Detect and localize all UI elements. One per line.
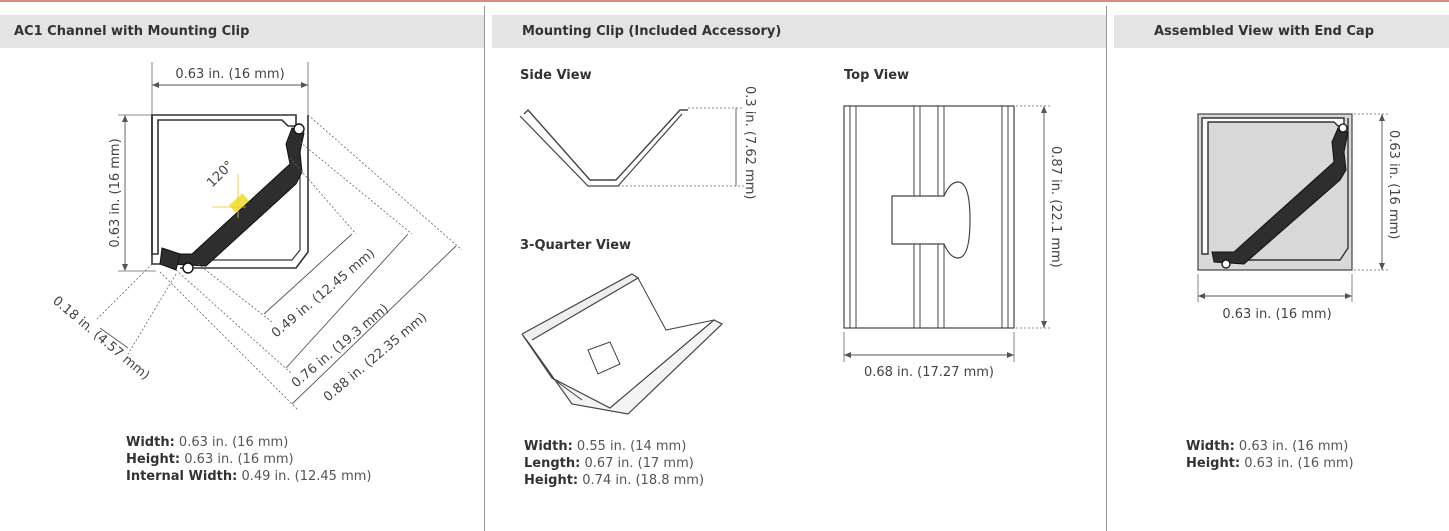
spec-row: Height: 0.63 in. (16 mm) [1186, 456, 1354, 471]
extension-line [289, 157, 357, 235]
angle-label: 120° [204, 158, 237, 191]
side-view-label: Side View [520, 68, 592, 83]
channel-outer-wall [1234, 118, 1349, 261]
channel-top-wall [1201, 117, 1345, 255]
arrow-head [1379, 114, 1385, 121]
clip-panel: Mounting Clip (Included Accessory) Side … [492, 2, 1106, 531]
dimension-line [285, 233, 409, 369]
arrow-head [1198, 293, 1205, 299]
clip-3q-edge [637, 277, 715, 331]
arrow-head [122, 264, 128, 271]
extension-line [95, 263, 153, 321]
assembled-drawing: 0.63 in. (16 mm) 0.63 in. (16 mm) [1197, 113, 1401, 322]
channel-specs: Width: 0.63 in. (16 mm) Height: 0.63 in.… [126, 434, 371, 485]
panel-divider [484, 6, 485, 531]
led-mounting-rail [167, 127, 305, 267]
assembled-specs: Width: 0.63 in. (16 mm) Height: 0.63 in.… [1186, 438, 1354, 472]
extension-line [175, 269, 293, 375]
led-strip [228, 193, 250, 213]
assembled-panel-title: Assembled View with End Cap [1114, 15, 1449, 48]
channel-panel-title: AC1 Channel with Mounting Clip [0, 15, 484, 48]
clip-hook [293, 123, 305, 135]
arrow-head [844, 352, 851, 358]
dimension-line [99, 327, 129, 349]
extension-line [159, 271, 299, 411]
clip-panel-title: Mounting Clip (Included Accessory) [492, 15, 1106, 48]
height-dimension: 0.63 in. (16 mm) [108, 138, 123, 247]
lip-dimension: 0.18 in. (4.57 mm) [49, 294, 152, 384]
arrow-head [152, 82, 159, 88]
clip-side-profile [523, 108, 688, 181]
clip-hook [182, 262, 194, 274]
dimension-line [263, 233, 353, 315]
panel-divider [1106, 6, 1107, 531]
channel-inner-wall [200, 142, 301, 261]
top-width-dimension: 0.63 in. (16 mm) [175, 67, 284, 82]
channel-profile-drawing: 0.63 in. (16 mm) 0.63 in. (16 mm) 120° 0… [49, 62, 463, 411]
spec-row: Length: 0.67 in. (17 mm) [524, 456, 694, 471]
clip-3q-tab [587, 341, 621, 375]
clip-drawings: 0.3 in. (7.62 mm) 0.87 in. (22.1 mm) 0.6… [519, 86, 1063, 415]
spec-row: Height: 0.63 in. (16 mm) [126, 452, 294, 467]
extension-line [299, 141, 413, 235]
end-cap [1197, 113, 1353, 271]
assembled-height-dimension: 0.63 in. (16 mm) [1386, 130, 1401, 239]
clip-hook [1221, 259, 1231, 269]
clip-foot [159, 247, 181, 271]
clip-side-profile [519, 113, 683, 187]
arrow-head [1041, 106, 1047, 113]
spec-row: Height: 0.74 in. (18.8 mm) [524, 473, 705, 488]
extension-line [307, 114, 463, 251]
top-view-label: Top View [844, 68, 910, 83]
channel-outer-wall [180, 115, 309, 269]
extension-line [127, 273, 177, 355]
clip-3q-edge [551, 377, 583, 401]
three-quarter-view-label: 3-Quarter View [520, 238, 632, 253]
top-height-dimension: 0.87 in. (22.1 mm) [1048, 146, 1063, 268]
extension-line [197, 263, 273, 323]
clip-3q-body [521, 319, 724, 415]
assembled-panel: Assembled View with End Cap 0.63 in. (16… [1114, 2, 1449, 531]
spec-row: Internal Width: 0.49 in. (12.45 mm) [126, 469, 372, 484]
clip-specs: Width: 0.55 in. (14 mm) Length: 0.67 in.… [524, 438, 704, 489]
arrow-head [301, 82, 308, 88]
top-accent-line [0, 0, 1449, 2]
clip-3q-flange [521, 273, 640, 341]
clip-hook [1338, 123, 1348, 133]
arrow-head [1345, 293, 1352, 299]
dimension-line [291, 245, 457, 405]
arrow-head [1007, 352, 1014, 358]
assembled-width-dimension: 0.63 in. (16 mm) [1222, 307, 1331, 322]
channel-panel: AC1 Channel with Mounting Clip 0.63 in. … [0, 2, 484, 531]
channel-top-wall [151, 114, 297, 255]
spec-row: Width: 0.55 in. (14 mm) [524, 439, 687, 454]
clip-top-tab [891, 181, 971, 259]
arrow-head [1379, 263, 1385, 270]
arrow-head [1041, 321, 1047, 328]
spec-row: Width: 0.63 in. (16 mm) [1186, 439, 1349, 454]
top-width-dimension: 0.68 in. (17.27 mm) [864, 365, 994, 380]
spec-row: Width: 0.63 in. (16 mm) [126, 435, 289, 450]
side-height-dimension: 0.3 in. (7.62 mm) [742, 86, 757, 199]
arrow-head [122, 115, 128, 122]
